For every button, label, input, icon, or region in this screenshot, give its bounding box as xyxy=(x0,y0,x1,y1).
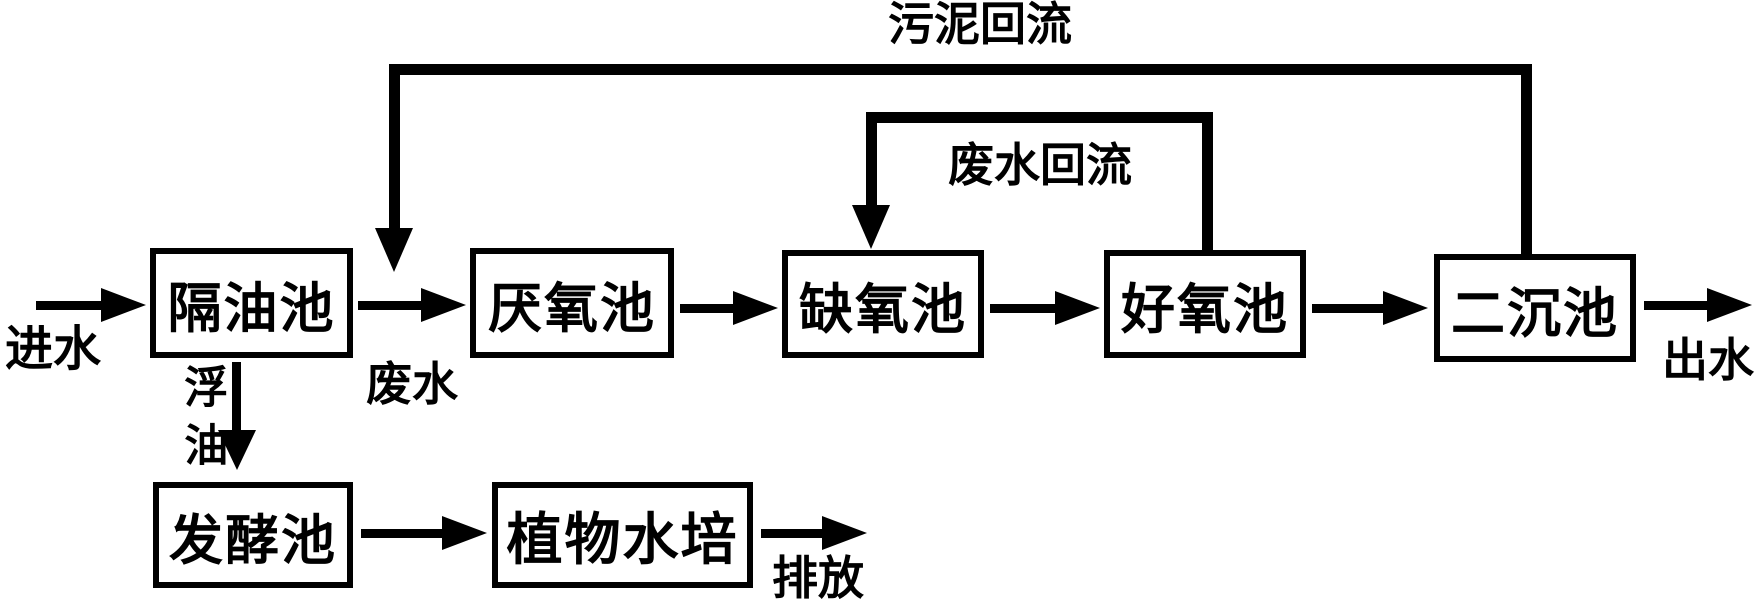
wastewater-return-label: 废水回流 xyxy=(948,138,1132,192)
arrow-fermentation-to-hydroponics xyxy=(361,516,487,550)
wastewater-return-arrowhead-icon xyxy=(852,205,890,249)
wastewater-return-line-top xyxy=(866,112,1213,123)
node-anoxic-tank: 缺氧池 xyxy=(782,250,984,358)
arrow-influent xyxy=(36,288,146,322)
arrow-anoxic-to-aerobic xyxy=(990,291,1100,325)
sludge-return-label: 污泥回流 xyxy=(888,0,1072,51)
influent-label: 进水 xyxy=(5,321,102,377)
discharge-label: 排放 xyxy=(772,551,864,605)
node-oil-separation-tank: 隔油池 xyxy=(150,248,353,358)
sludge-return-line-top xyxy=(389,64,1532,75)
sludge-return-line-from-tank xyxy=(1521,64,1532,254)
arrow-anaerobic-to-anoxic xyxy=(680,291,778,325)
wastewater-return-line-down xyxy=(866,112,877,205)
arrow-oilsep-to-anaerobic xyxy=(358,288,466,322)
arrow-discharge xyxy=(761,516,867,550)
wastewater-label: 废水 xyxy=(366,357,458,411)
floating-oil-label: 浮油 xyxy=(176,364,228,480)
arrow-effluent xyxy=(1644,288,1752,322)
sludge-return-line-down xyxy=(389,64,400,228)
effluent-label: 出水 xyxy=(1662,333,1754,387)
arrow-aerobic-to-sedimentation xyxy=(1312,291,1428,325)
node-fermentation-tank: 发酵池 xyxy=(153,482,353,588)
node-aerobic-tank: 好氧池 xyxy=(1104,250,1306,358)
node-plant-hydroponics: 植物水培 xyxy=(492,482,753,588)
arrow-floating-oil-head-icon xyxy=(218,430,256,470)
sludge-return-arrowhead-icon xyxy=(375,228,413,272)
wastewater-return-line-from-tank xyxy=(1202,112,1213,250)
node-secondary-sedimentation-tank: 二沉池 xyxy=(1434,254,1636,362)
node-anaerobic-tank: 厌氧池 xyxy=(470,248,674,358)
arrow-floating-oil-shaft xyxy=(232,362,241,430)
